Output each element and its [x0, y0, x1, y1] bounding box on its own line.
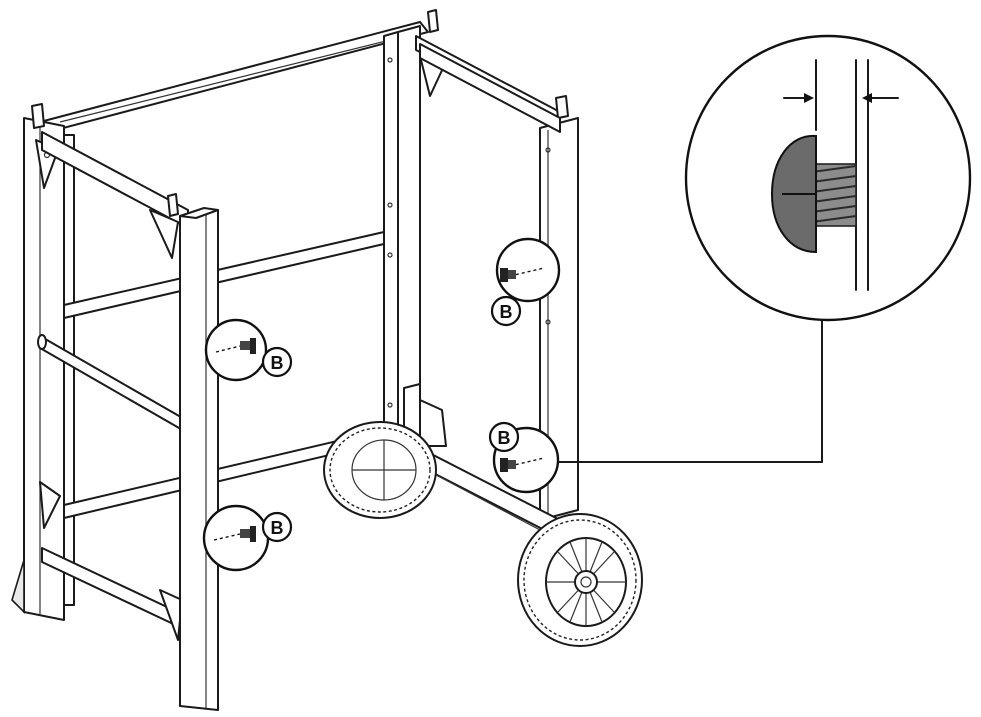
part-label: B: [498, 428, 511, 448]
screw-callout-left-lower: B: [202, 504, 293, 572]
screw-callout-right-lower: B: [488, 421, 560, 494]
screw-icon: [500, 268, 516, 282]
part-b-badge: [261, 511, 293, 543]
screw-detail-callout: [557, 34, 972, 463]
screw-callout-right-upper: B: [490, 237, 561, 327]
part-b-badge: [490, 295, 522, 327]
part-b-badge: [488, 421, 520, 453]
left-side-frame: [11, 103, 219, 711]
part-b-badge: [261, 346, 293, 378]
rear-wheel: [323, 421, 437, 519]
part-label: B: [271, 353, 284, 373]
screw-icon: [240, 338, 256, 354]
part-label: B: [271, 518, 284, 538]
right-side-frame: [403, 43, 579, 539]
back-frame: [39, 9, 569, 606]
screw-icon: [240, 526, 256, 542]
arrow-icon: [862, 93, 872, 103]
part-label: B: [500, 302, 513, 322]
arrow-icon: [804, 93, 814, 103]
screw-callout-left-upper: B: [204, 318, 293, 382]
wheel-icon: [517, 513, 643, 647]
screw-icon: [770, 134, 857, 254]
screw-icon: [500, 458, 516, 472]
